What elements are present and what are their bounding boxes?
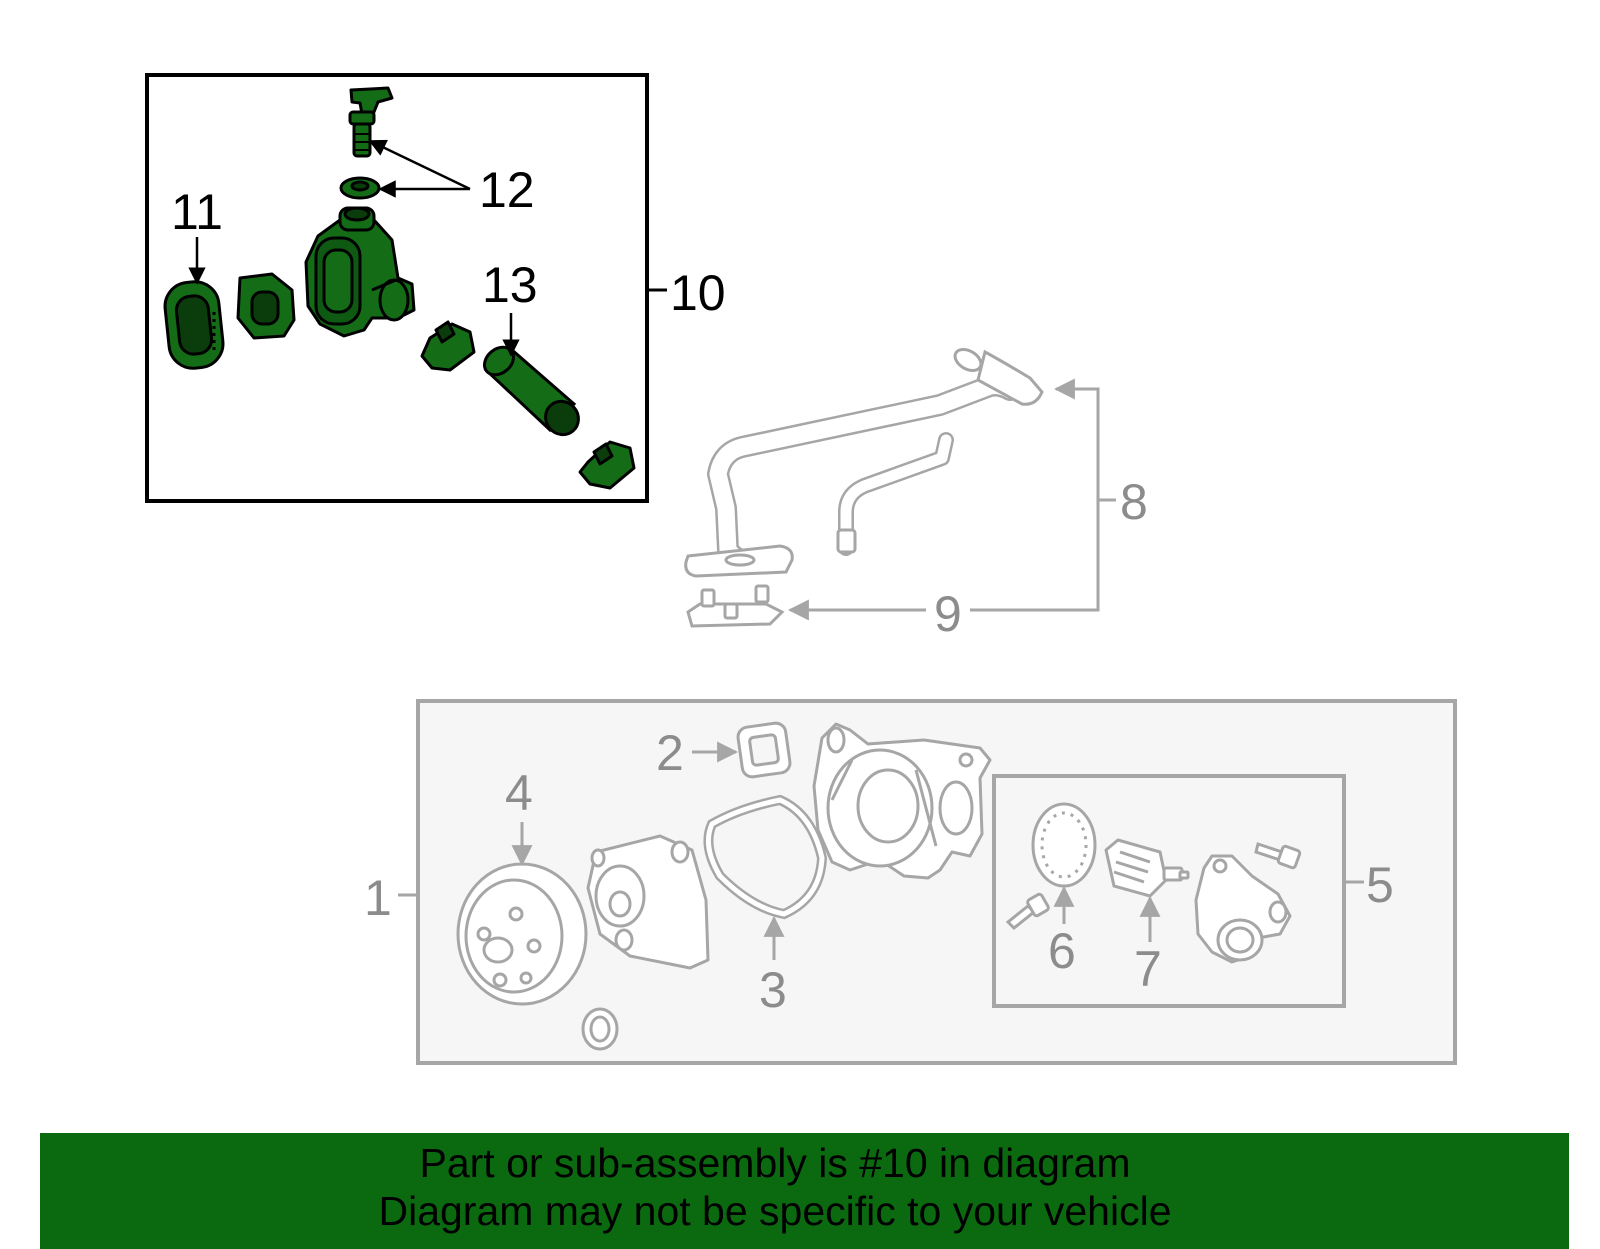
pump-housing-part [812,722,992,880]
callout-4: 4 [505,765,533,821]
water-outlet-housing-part [304,206,416,338]
callout-13: 13 [482,257,538,313]
pump-body-part [586,834,710,970]
callout-2: 2 [656,725,684,781]
hose-clamp-b-part [578,440,636,490]
callout-12: 12 [479,162,535,218]
callout-6: 6 [1048,923,1076,979]
leader-12a [368,139,471,191]
callout-10: 10 [670,265,726,321]
banner-line-1: Part or sub-assembly is #10 in diagram [419,1140,1131,1186]
callout-5: 5 [1366,857,1394,913]
bolt-right-part [1254,842,1302,870]
thermostat-housing-part [1194,854,1292,964]
callout-3: 3 [759,962,787,1018]
bleeder-screw-part [348,86,394,158]
leader-8-bracket [970,387,1100,612]
callout-11: 11 [171,184,223,240]
gasket-2-part [736,721,792,779]
washer-part [339,176,381,200]
banner-line-2: Diagram may not be specific to your vehi… [378,1188,1172,1234]
callout-8: 8 [1120,474,1148,530]
shaft-seal-part [581,1007,619,1051]
hose-clamp-a-part [420,320,476,372]
callout-9: 9 [934,586,962,642]
info-banner: Part or sub-assembly is #10 in diagram D… [40,1133,1569,1249]
pipe-gasket-9-part [686,584,785,628]
callout-1: 1 [364,870,392,926]
pulley-4-part [456,862,588,1006]
assembly-10-group: 11 12 13 10 [145,73,726,503]
thermostat-gasket-6-part [1031,802,1097,888]
callout-7: 7 [1134,941,1162,997]
gasket-11-part [163,280,225,370]
coolant-pipe-part [707,374,1021,571]
coolant-pipe-group: 8 9 [684,348,1148,642]
bolt-left-part [1005,892,1050,931]
water-pump-group: 1 2 3 4 5 6 7 [364,699,1457,1065]
outlet-adapter-part [236,272,296,340]
thermostat-7-part [1104,838,1190,898]
